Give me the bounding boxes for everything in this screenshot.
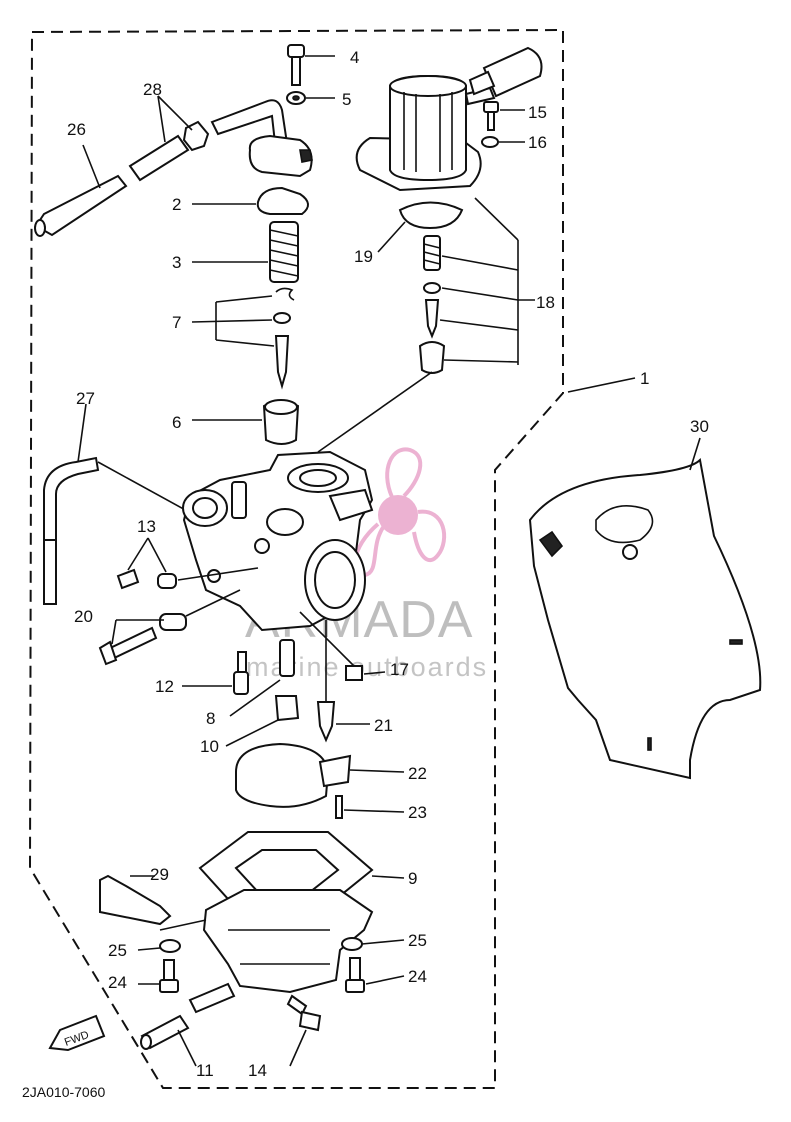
part-3-spring — [192, 221, 299, 283]
label-part-22: 22 — [408, 764, 427, 783]
part-17-screw — [299, 611, 386, 681]
label-part-5: 5 — [342, 90, 351, 109]
label-part-6: 6 — [172, 413, 181, 432]
part-8-nozzle — [229, 639, 295, 717]
label-part-2: 2 — [172, 195, 181, 214]
label-part-15: 15 — [528, 103, 547, 122]
label-part-19: 19 — [354, 247, 373, 266]
part-28-pipe-and-nut — [128, 95, 210, 182]
label-part-12: 12 — [155, 677, 174, 696]
label-part-8: 8 — [206, 709, 215, 728]
part-18-starter-plunger-assembly — [355, 46, 543, 365]
part-7-jet-needle-set — [191, 287, 295, 390]
label-part-29: 29 — [150, 865, 169, 884]
part-29-bracket — [99, 874, 172, 926]
label-part-14: 14 — [248, 1061, 267, 1080]
part-16-washer — [481, 136, 525, 148]
label-part-7: 7 — [172, 313, 181, 332]
part-22-float — [235, 742, 405, 808]
label-part-20: 20 — [74, 607, 93, 626]
label-part-24-right: 24 — [408, 967, 427, 986]
label-part-21: 21 — [374, 716, 393, 735]
part-2-gasket — [192, 186, 309, 215]
starter-cap-assembly — [210, 99, 313, 178]
label-part-10: 10 — [200, 737, 219, 756]
part-14-drain-screw — [286, 994, 322, 1067]
part-4-screw — [287, 44, 335, 86]
float-chamber — [159, 889, 374, 994]
label-part-13: 13 — [137, 517, 156, 536]
label-part-1: 1 — [640, 369, 649, 388]
part-24-screw-left — [138, 959, 179, 993]
label-part-16: 16 — [528, 133, 547, 152]
part-25-washer-right — [341, 937, 405, 951]
label-part-17: 17 — [390, 660, 409, 679]
part-21-needle-valve — [316, 620, 370, 743]
label-part-23: 23 — [408, 803, 427, 822]
label-part-24-left: 24 — [108, 973, 127, 992]
part-15-screw — [483, 101, 525, 131]
part-30-cover — [528, 437, 762, 780]
part-20-throttle-stop-screw — [98, 589, 241, 666]
part-6-throttle-valve — [192, 399, 300, 445]
assembly-boundary — [28, 28, 564, 1089]
part-26-hose — [34, 144, 128, 237]
part-13-pilot-screw — [116, 537, 259, 590]
part-25-washer-left — [137, 939, 181, 953]
label-part-3: 3 — [172, 253, 181, 272]
label-part-9: 9 — [408, 869, 417, 888]
label-part-26: 26 — [67, 120, 86, 139]
part-1-carburetor-body — [182, 371, 433, 632]
label-part-30: 30 — [690, 417, 709, 436]
label-part-18: 18 — [536, 293, 555, 312]
watermark-logo — [353, 447, 447, 577]
part-5-washer — [286, 91, 335, 105]
label-part-4: 4 — [350, 48, 359, 67]
fwd-arrow-icon: FWD — [48, 1014, 106, 1052]
label-part-25-right: 25 — [408, 931, 427, 950]
leader-part-1 — [567, 377, 636, 393]
part-12-main-jet — [182, 651, 249, 695]
label-part-25-left: 25 — [108, 941, 127, 960]
starter-spring-needle — [418, 235, 519, 374]
part-23-float-pin — [335, 795, 405, 819]
part-11-drain-hose — [140, 982, 236, 1067]
label-part-27: 27 — [76, 389, 95, 408]
diagram-code: 2JA010-7060 — [22, 1084, 106, 1100]
part-19-o-ring — [377, 221, 406, 253]
part-27-fuel-hose — [43, 403, 241, 605]
part-10-jet-holder — [225, 695, 300, 747]
part-24-screw-right — [345, 957, 405, 993]
label-part-28: 28 — [143, 80, 162, 99]
label-part-11: 11 — [196, 1061, 214, 1080]
